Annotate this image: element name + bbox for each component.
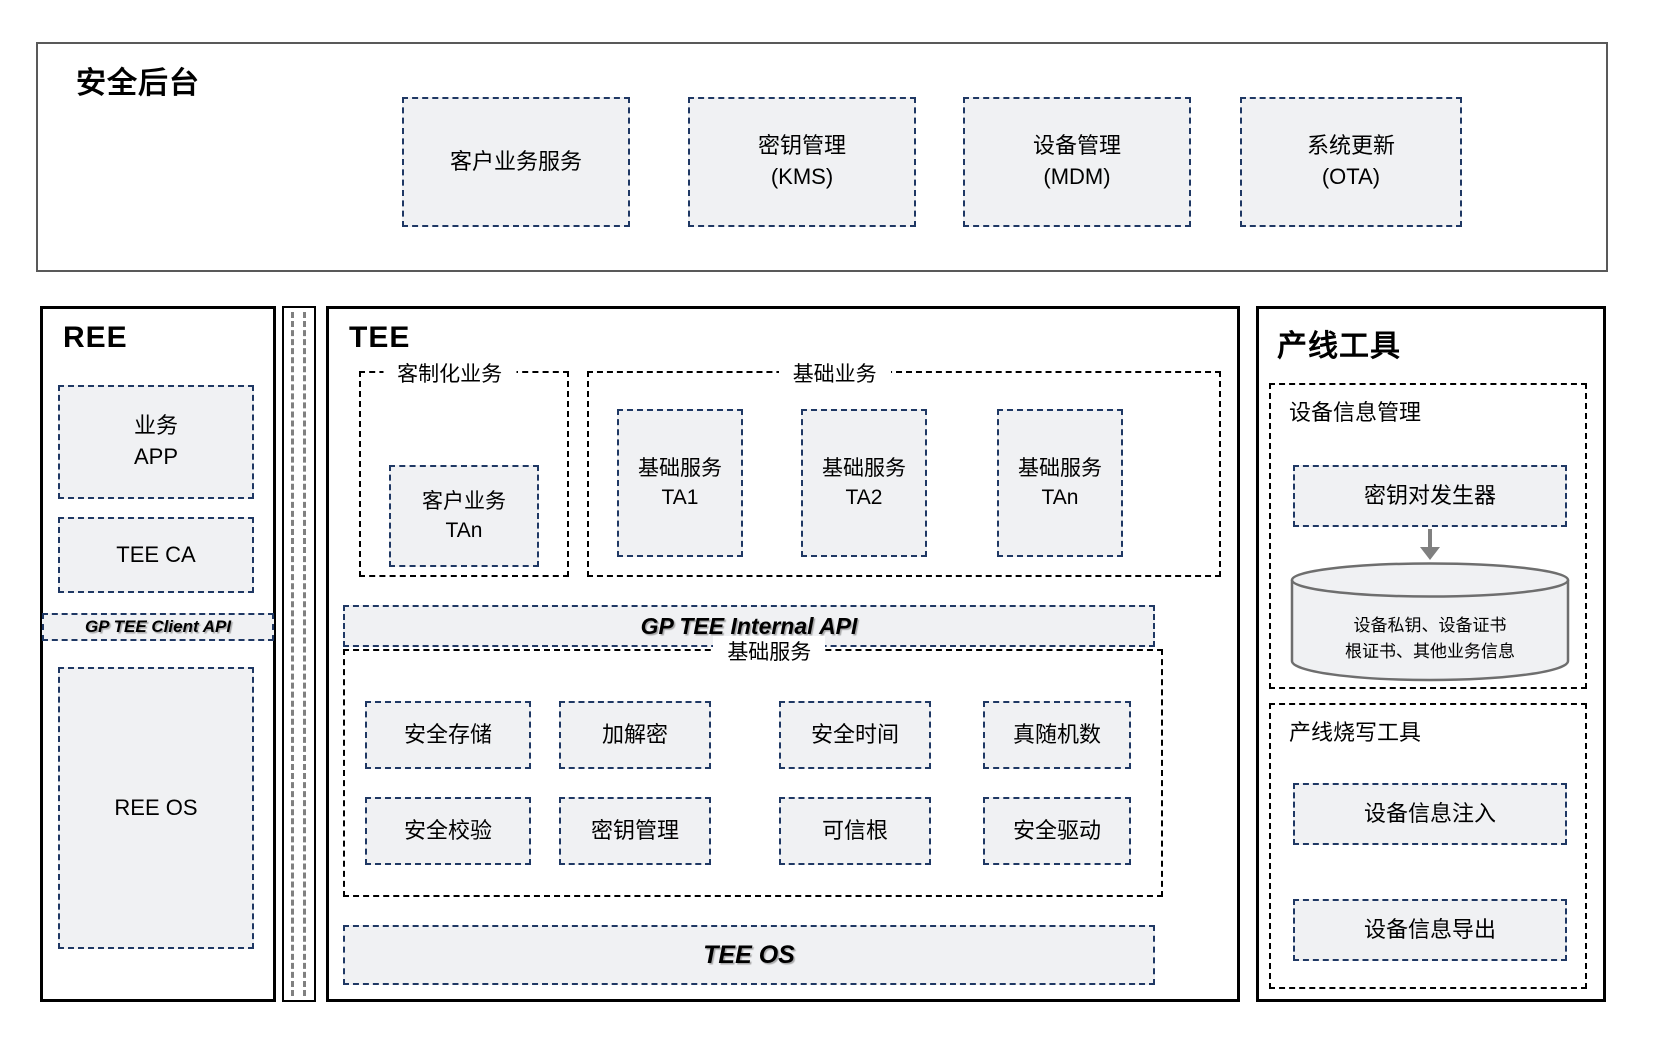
customized-business-group: 客制化业务 客户业务 TAn [359,358,569,577]
gp-tee-client-api-bar: GP TEE Client API [42,613,274,641]
separator-dash-line [303,312,306,996]
production-tools-panel: 产线工具 设备信息管理 密钥对发生器 设备私钥、设备证书 根证书、其他业务信息 … [1256,306,1606,1002]
basic-services-group-label: 基础服务 [713,636,826,666]
secure-storage-box: 安全存储 [365,701,531,769]
ree-tee-boundary-separator [282,306,316,1002]
down-arrow-icon [1420,547,1440,560]
basic-services-group: 基础服务 安全存储 加解密 安全时间 真随机数 安全校验 密钥管理 可信根 安全… [343,636,1163,897]
tee-title: TEE [349,321,411,354]
business-app-box: 业务 APP [58,385,254,499]
crypto-box: 加解密 [559,701,711,769]
production-burning-tools-label: 产线烧写工具 [1289,720,1422,745]
key-management-box: 密钥管理 [559,797,711,865]
ree-title: REE [63,321,128,354]
secure-verify-box: 安全校验 [365,797,531,865]
tee-os-bar: TEE OS [343,925,1155,985]
ota-box: 系统更新 (OTA) [1240,97,1462,227]
device-info-export-box: 设备信息导出 [1293,899,1567,961]
device-info-management-label: 设备信息管理 [1289,400,1422,425]
secure-time-box: 安全时间 [779,701,931,769]
basic-business-group: 基础业务 基础服务 TA1 基础服务 TA2 基础服务 TAn [587,358,1221,577]
basic-service-ta2-box: 基础服务 TA2 [801,409,927,557]
secure-backend-panel: 安全后台 客户业务服务 密钥管理 (KMS) 设备管理 (MDM) 系统更新 (… [36,42,1608,272]
key-pair-generator-box: 密钥对发生器 [1293,465,1567,527]
device-secrets-database-cylinder: 设备私钥、设备证书 根证书、其他业务信息 [1289,561,1571,683]
device-info-management-group: 设备信息管理 密钥对发生器 设备私钥、设备证书 根证书、其他业务信息 [1269,383,1587,689]
ree-panel: REE 业务 APP TEE CA GP TEE Client API REE … [40,306,276,1002]
tee-ca-box: TEE CA [58,517,254,593]
kms-box: 密钥管理 (KMS) [688,97,916,227]
device-info-inject-box: 设备信息注入 [1293,783,1567,845]
basic-service-ta1-box: 基础服务 TA1 [617,409,743,557]
ree-os-box: REE OS [58,667,254,949]
customized-business-group-label: 客制化业务 [383,358,517,388]
true-random-box: 真随机数 [983,701,1131,769]
separator-dash-line [291,312,294,996]
secure-backend-title: 安全后台 [76,67,200,100]
mdm-box: 设备管理 (MDM) [963,97,1191,227]
down-arrow-stem [1428,529,1432,547]
device-secrets-text: 设备私钥、设备证书 根证书、其他业务信息 [1345,616,1515,661]
production-burning-tools-group: 产线烧写工具 设备信息注入 设备信息导出 [1269,703,1587,989]
tee-panel: TEE 客制化业务 客户业务 TAn 基础业务 基础服务 TA1 基础服务 TA… [326,306,1240,1002]
cylinder-shape [1290,562,1570,682]
secure-driver-box: 安全驱动 [983,797,1131,865]
production-tools-title: 产线工具 [1277,330,1401,363]
customer-business-ta-box: 客户业务 TAn [389,465,539,567]
basic-business-group-label: 基础业务 [778,358,891,388]
root-of-trust-box: 可信根 [779,797,931,865]
customer-business-service-box: 客户业务服务 [402,97,630,227]
basic-service-tan-box: 基础服务 TAn [997,409,1123,557]
